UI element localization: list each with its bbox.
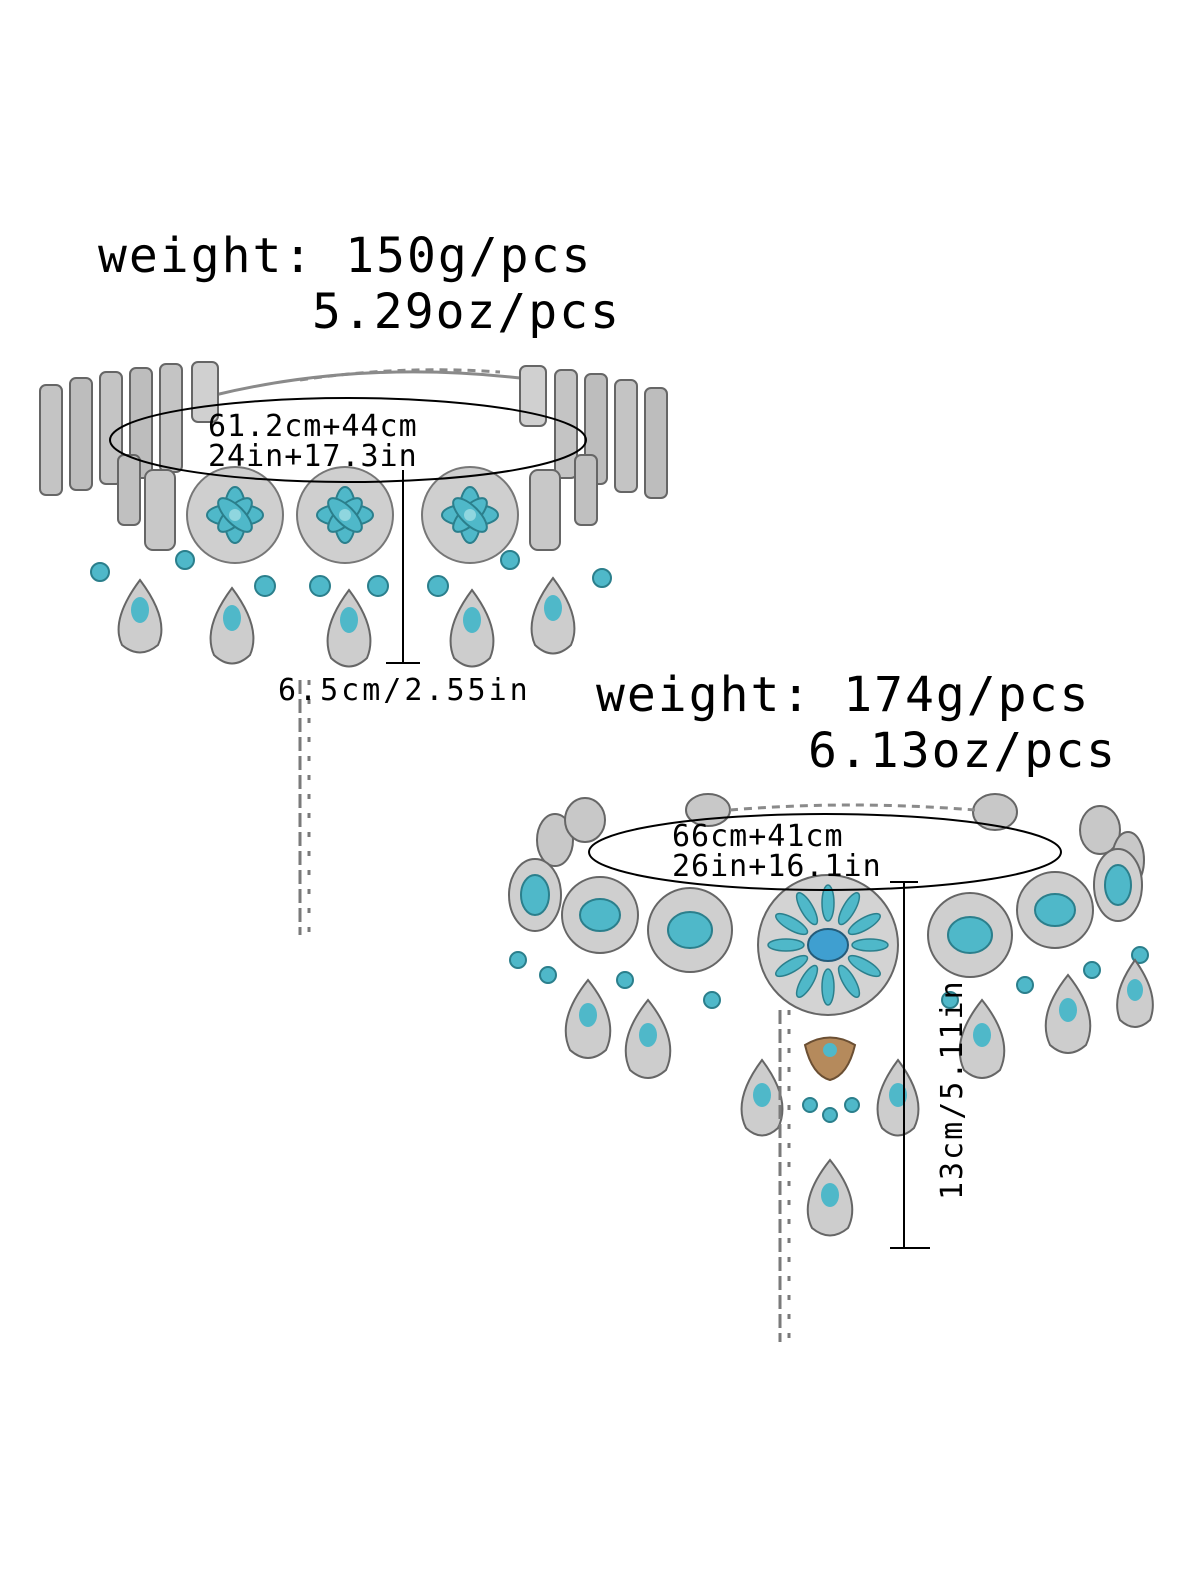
belt2-circumference-marker <box>588 813 1062 891</box>
belt1-weight-ounces: 5.29oz/pcs <box>312 284 621 340</box>
belt2-drop-length: 13cm/5.11in <box>935 979 970 1200</box>
belt2-drop-length-marker <box>890 881 930 1249</box>
belt1-hanging-chain <box>298 680 311 935</box>
belt1-weight-grams: weight: 150g/pcs <box>98 228 593 284</box>
belt2-back-chain <box>729 803 976 812</box>
belt2-circumference-cm: 66cm+41cm <box>672 819 844 854</box>
belt2-center-medallion <box>757 874 899 1016</box>
belt1-circumference-in: 24in+17.3in <box>208 439 418 474</box>
belt2-weight-grams: weight: 174g/pcs <box>596 667 1091 723</box>
belt2-crescent-pendant <box>803 1036 857 1082</box>
belt2-hanging-chain <box>778 1010 791 1342</box>
belt1-drop-length: 6.5cm/2.55in <box>278 673 531 708</box>
belt1-circumference-marker <box>109 397 587 483</box>
belt1-front-tubes <box>117 454 598 551</box>
belt2-circumference-in: 26in+16.1in <box>672 849 882 884</box>
belt1-back-chain <box>214 368 521 397</box>
belt2-oval-medallions <box>508 848 1143 978</box>
belt1-drop-length-marker <box>386 470 420 664</box>
belt1-flower-medallions <box>186 466 519 564</box>
belt1-left-links <box>39 361 219 496</box>
belt1-teardrop-dangles <box>90 550 612 668</box>
belt2-back-links <box>536 793 1145 889</box>
belt1-circumference-cm: 61.2cm+44cm <box>208 409 418 444</box>
belt2-weight-ounces: 6.13oz/pcs <box>808 723 1117 779</box>
belt2-teardrop-dangles <box>509 946 1154 1237</box>
